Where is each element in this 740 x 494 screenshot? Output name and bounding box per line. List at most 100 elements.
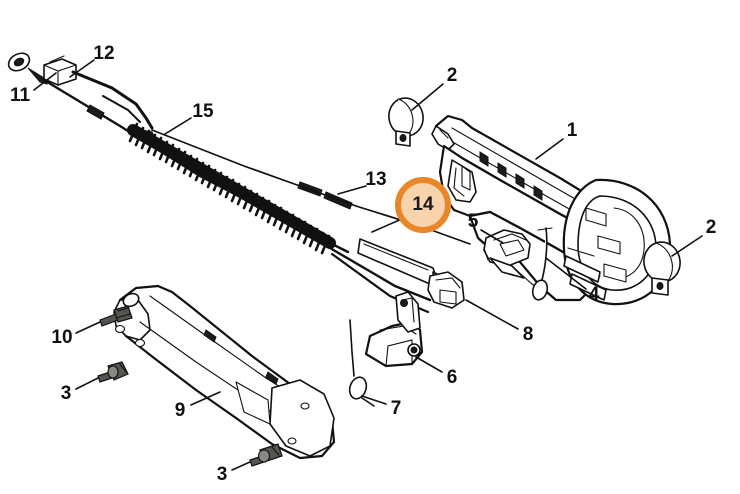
retaining-clip[interactable] (531, 227, 553, 302)
shell-boss-hole-b (134, 338, 146, 348)
leader-line-6 (415, 356, 443, 373)
housing-rib-1 (479, 151, 489, 167)
part-number-label-2[interactable]: 2 (447, 65, 458, 86)
part-cable-assembly[interactable] (6, 50, 471, 314)
throttle-trigger[interactable] (364, 291, 424, 368)
cable-connector-block[interactable] (43, 55, 77, 86)
screw-hex-upper-flange (107, 365, 119, 379)
shell-flange-hole-a (300, 402, 310, 410)
leader-line-8 (465, 299, 519, 330)
fitting-collar (439, 289, 457, 305)
screw-long[interactable] (99, 305, 133, 327)
shell-notch (235, 381, 271, 425)
part-number-label-6[interactable]: 6 (447, 367, 458, 388)
connector-notch (49, 55, 65, 63)
screw-long-head-line2 (115, 313, 131, 319)
clip-eye (531, 279, 549, 301)
spring-arm-upper (349, 319, 355, 377)
leader-line-15 (164, 117, 192, 135)
bell-tab-1 (585, 207, 607, 227)
trigger-spring[interactable] (347, 319, 375, 407)
housing-cutout-inner (453, 167, 465, 197)
shell-tab-1 (203, 329, 217, 343)
leader-line-4 (545, 257, 587, 290)
highlight-marker[interactable] (395, 177, 451, 233)
housing-rib-3 (515, 173, 525, 189)
part-number-label-15[interactable]: 15 (192, 101, 214, 122)
switch-block[interactable] (483, 229, 531, 279)
highlight-circle (395, 177, 451, 233)
screw-hex-upper[interactable] (97, 361, 129, 383)
trigger-pivot (400, 299, 408, 307)
cable-loop-ferrule (27, 67, 48, 85)
part-number-label-7[interactable]: 7 (391, 398, 402, 419)
part-number-label-2[interactable]: 2 (706, 217, 717, 238)
leader-line-3 (75, 377, 99, 390)
housing-cutout-tab (461, 165, 471, 191)
lower-handle-shell[interactable] (113, 284, 336, 460)
leader-line-13 (337, 185, 367, 195)
part-number-label-9[interactable]: 9 (175, 400, 186, 421)
hose-clamp-lower[interactable] (641, 239, 683, 296)
clip-head (537, 227, 553, 231)
part-number-label-4[interactable]: 4 (589, 284, 600, 305)
cable-barrel (86, 104, 105, 120)
leader-line-11 (33, 72, 57, 91)
shell-tab-2 (265, 371, 279, 385)
screw-hex-lower-flange (257, 449, 271, 463)
switch-top-edge (493, 233, 527, 241)
screw-hex-upper-facet (119, 363, 127, 373)
part-number-label-3[interactable]: 3 (61, 383, 72, 404)
handle-housing[interactable] (431, 114, 672, 306)
shell-boss-hole-a (114, 324, 126, 334)
screw-long-head-line (117, 307, 129, 312)
clamp-screw-lower (656, 282, 664, 290)
cable-upper-branch (71, 70, 154, 130)
housing-rib-2 (497, 162, 507, 178)
spring-arm-lower (361, 397, 375, 407)
coil-windings (128, 122, 331, 255)
connector-body (43, 58, 77, 86)
clamp-screw-upper (399, 134, 407, 142)
leader-line-14 (371, 217, 405, 233)
bell-tab-2 (597, 235, 621, 255)
leader-line-1 (535, 138, 564, 160)
leader-line-10 (75, 321, 101, 334)
part-number-label-11[interactable]: 11 (10, 85, 31, 106)
housing-rib-4 (533, 185, 543, 201)
part-number-label-8[interactable]: 8 (523, 324, 534, 345)
leader-line-12 (69, 59, 95, 78)
clip-stem (541, 227, 548, 281)
part-number-label-10[interactable]: 10 (51, 327, 72, 348)
shell-boss-hole-top (122, 292, 140, 308)
part-number-label-3[interactable]: 3 (217, 464, 228, 485)
bell-spoke-1 (567, 247, 595, 257)
cable-loop-inner (13, 57, 25, 67)
fitting-edge (435, 277, 461, 289)
leader-line-3 (231, 461, 251, 471)
part-number-label-12[interactable]: 12 (93, 43, 114, 64)
cable-end-loop[interactable] (6, 50, 48, 85)
part-number-label-1[interactable]: 1 (567, 120, 578, 141)
screw-hex-lower[interactable] (249, 443, 283, 467)
cable-tail-a (328, 246, 432, 302)
cable-upper-branch-hl (102, 95, 141, 123)
spring-coil-eye (348, 376, 368, 400)
housing-prong-1 (563, 255, 601, 283)
leader-line-2 (671, 235, 703, 257)
part-number-label-13[interactable]: 13 (365, 169, 386, 190)
housing-nose-detail (439, 129, 449, 139)
leader-lines (33, 59, 703, 471)
throttle-rod-body (357, 238, 438, 285)
trigger-boss-hole (410, 346, 418, 354)
cable-fitting[interactable] (427, 271, 465, 309)
part-number-label-14[interactable]: 14 (412, 194, 434, 215)
shell-rear-flange (269, 379, 335, 457)
shell-flange-hole-b (287, 437, 297, 445)
bell-tab-3 (603, 263, 627, 283)
coiled-spring-sleeve[interactable] (127, 122, 336, 255)
part-number-label-5[interactable]: 5 (468, 211, 479, 232)
